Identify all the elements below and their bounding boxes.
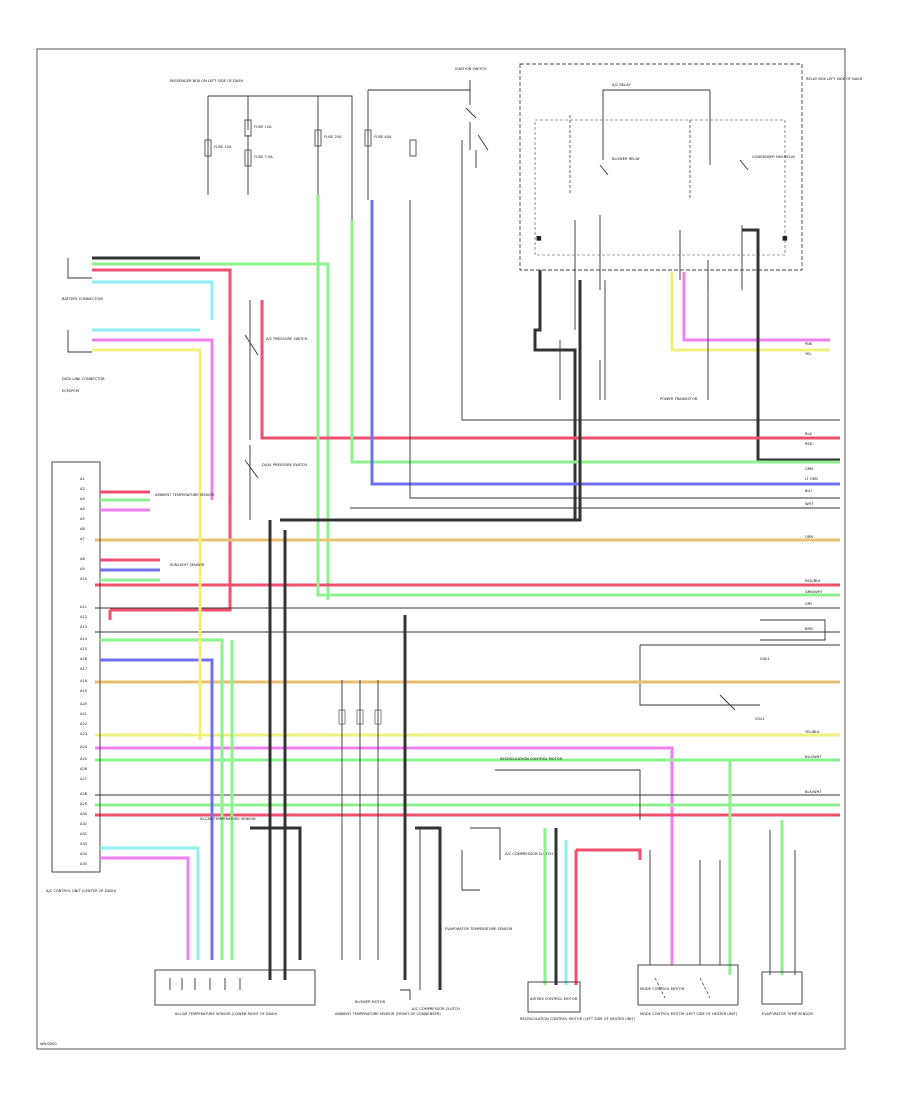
dual-pressure-label: DUAL PRESSURE SWITCH bbox=[262, 463, 307, 467]
pin-label: A15 bbox=[80, 647, 87, 651]
pin-label: A29 bbox=[80, 802, 88, 806]
fuse-2-label: FUSE 15A bbox=[254, 125, 272, 129]
wire-code: PNK bbox=[805, 342, 813, 346]
battery-label: BATTERY CONNECTION bbox=[62, 297, 103, 301]
compressor-clutch-label: A/C COMPRESSOR CLUTCH bbox=[505, 852, 553, 856]
wire-code: LT GRN bbox=[805, 477, 818, 481]
pin-label: A8 bbox=[80, 557, 85, 561]
pin-label: A3 bbox=[80, 497, 85, 501]
ground-g401-label: G401 bbox=[760, 657, 770, 661]
bottom-label-4: RECIRCULATION CONTROL MOTOR (LEFT SIDE O… bbox=[520, 1017, 636, 1021]
pin-label: A30 bbox=[80, 812, 88, 816]
wire-code: ORN bbox=[805, 535, 813, 539]
diagram-frame bbox=[36, 48, 846, 1050]
pin-label: A4 bbox=[80, 507, 85, 511]
in-car-sensor-label: IN-CAR TEMPERATURE SENSOR bbox=[200, 817, 256, 821]
pin-label: A31 bbox=[80, 822, 87, 826]
relay-blower-label: BLOWER RELAY bbox=[612, 157, 641, 161]
pin-label: A2 bbox=[80, 487, 85, 491]
bottom-label-2: AMBIENT TEMPERATURE SENSOR (FRONT OF CON… bbox=[335, 1012, 441, 1016]
bottom-label-5: MODE CONTROL MOTOR (LEFT SIDE OF HEATER … bbox=[640, 1012, 738, 1016]
air-mix-label: AIR MIX CONTROL MOTOR bbox=[530, 997, 578, 1001]
wire-code: WHT bbox=[805, 502, 814, 506]
pin-label: A26 bbox=[80, 767, 88, 771]
diagram-code: WD/0000 bbox=[40, 1042, 57, 1046]
wire-code: GRN bbox=[805, 467, 813, 471]
wire-code: GRY bbox=[805, 602, 813, 606]
relay-pin-b: ■ bbox=[782, 235, 788, 242]
fuse-1-label: FUSE 10A bbox=[214, 145, 232, 149]
ac-control-unit: A/C CONTROL UNIT (CENTER OF DASH) bbox=[46, 461, 117, 893]
pin-label: A6 bbox=[80, 527, 85, 531]
pin-label: A35 bbox=[80, 862, 87, 866]
wire-code-labels: BLK RED GRN LT GRN BLU PNK YEL ORN GRY W… bbox=[805, 342, 823, 794]
fuse-5-label: FUSE 40A bbox=[374, 135, 392, 139]
pin-label: A25 bbox=[80, 757, 87, 761]
pin-label: A20 bbox=[80, 702, 88, 706]
ambient-sensor-label: AMBIENT TEMPERATURE SENSOR bbox=[155, 493, 215, 497]
pin-label: A11 bbox=[80, 605, 87, 609]
pin-label: A22 bbox=[80, 722, 87, 726]
ground-g501-label: G501 bbox=[755, 717, 765, 721]
fuse-box-group: PASSENGER BOX ON LEFT SIDE OF DASH FUSE … bbox=[170, 67, 840, 421]
relay-ac-label: A/C RELAY bbox=[612, 83, 631, 87]
pin-label: A5 bbox=[80, 517, 85, 521]
pin-label: A1 bbox=[80, 477, 85, 481]
bottom-components: IN-CAR TEMPERATURE SENSOR (LOWER RIGHT O… bbox=[154, 964, 813, 1021]
recirc-motor-label: RECIRCULATION CONTROL MOTOR bbox=[500, 757, 563, 761]
pin-label: A10 bbox=[80, 577, 88, 581]
bottom-label-6: EVAPORATOR TEMP SENSOR bbox=[762, 1012, 813, 1016]
pin-label: A32 bbox=[80, 832, 87, 836]
ecm-label: ECM/PCM bbox=[62, 389, 79, 393]
condenser-fan-label: CONDENSER FAN RELAY bbox=[752, 155, 796, 159]
data-link-label: DATA LINK CONNECTOR bbox=[62, 377, 105, 381]
pin-label: A14 bbox=[80, 637, 88, 641]
wire-code: RED bbox=[805, 442, 813, 446]
pressure-switch-label: A/C PRESSURE SWITCH bbox=[266, 337, 308, 341]
fuse-3-label: FUSE 7.5A bbox=[254, 155, 273, 159]
sunlight-sensor-label: SUNLIGHT SENSOR bbox=[170, 563, 205, 567]
wire-code: BLK/WHT bbox=[805, 790, 822, 794]
pin-label: A16 bbox=[80, 657, 88, 661]
pin-label: A27 bbox=[80, 777, 87, 781]
pin-label: A24 bbox=[80, 745, 88, 749]
bottom-label-3: A/C COMPRESSOR CLUTCH bbox=[412, 1007, 460, 1011]
relay-box-label: RELAY BOX LEFT SIDE OF DASH bbox=[806, 77, 863, 81]
fuse-4-label: FUSE 20A bbox=[324, 135, 342, 139]
relay-pin-a: ■ bbox=[536, 235, 542, 242]
fuse-box-label: PASSENGER BOX ON LEFT SIDE OF DASH bbox=[170, 79, 243, 83]
pin-label: A12 bbox=[80, 615, 87, 619]
pin-label: A34 bbox=[80, 852, 88, 856]
evap-sensor-label: EVAPORATOR TEMPERATURE SENSOR bbox=[445, 927, 513, 931]
power-transistor-label: POWER TRANSISTOR bbox=[660, 397, 698, 401]
ig-switch-label: IGNITION SWITCH bbox=[455, 67, 487, 71]
pin-label: A7 bbox=[80, 537, 85, 541]
wire-code: RED/BLK bbox=[805, 579, 821, 583]
pin-label: A17 bbox=[80, 667, 87, 671]
left-upper-connector: BATTERY CONNECTION DATA LINK CONNECTOR E… bbox=[62, 256, 330, 612]
ac-control-unit-label: A/C CONTROL UNIT (CENTER OF DASH) bbox=[46, 889, 117, 893]
pin-label: A33 bbox=[80, 842, 87, 846]
pin-label: A18 bbox=[80, 679, 88, 683]
wire-code: BLK bbox=[805, 432, 812, 436]
bottom-label-1: IN-CAR TEMPERATURE SENSOR (LOWER RIGHT O… bbox=[175, 1012, 278, 1016]
wire-code: GRN/WHT bbox=[805, 590, 823, 594]
wire-code: BLU/WHT bbox=[805, 755, 822, 759]
pin-label: A13 bbox=[80, 625, 87, 629]
ac-control-pin-list: A1 A2 A3 A4 A5 A6 A7 A8 A9 A10 A11 A12 A… bbox=[80, 477, 88, 866]
wire-code: BRN bbox=[805, 627, 813, 631]
mode-motor-label: MODE CONTROL MOTOR bbox=[640, 987, 685, 991]
pin-label: A23 bbox=[80, 732, 87, 736]
pin-label: A28 bbox=[80, 792, 88, 796]
relay-box: RELAY BOX LEFT SIDE OF DASH A/C RELAY BL… bbox=[519, 63, 863, 290]
blower-motor-label: BLOWER MOTOR bbox=[355, 1000, 386, 1004]
wire-code: YEL bbox=[805, 352, 811, 356]
pin-label: A19 bbox=[80, 689, 88, 693]
pin-label: A9 bbox=[80, 567, 85, 571]
wire-code: BLU bbox=[805, 489, 812, 493]
wire-code: YEL/BLK bbox=[805, 730, 820, 734]
pin-label: A21 bbox=[80, 712, 87, 716]
